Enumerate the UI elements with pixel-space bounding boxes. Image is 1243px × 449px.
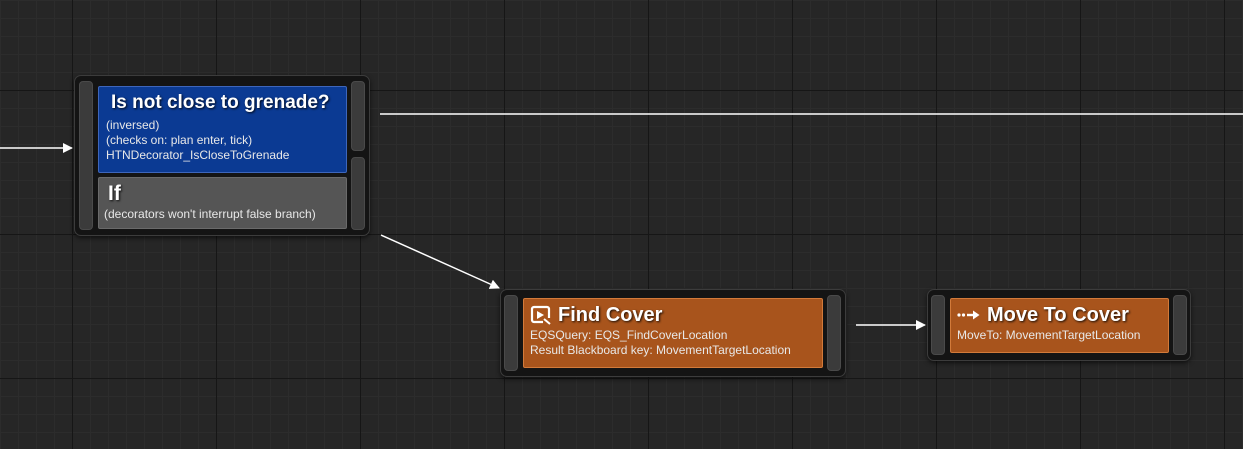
move-to-cover-card[interactable]: Move To Cover MoveTo: MovementTargetLoca… [950, 298, 1169, 353]
find-cover-query-line: EQSQuery: EQS_FindCoverLocation [530, 328, 728, 342]
move-to-cover-node[interactable]: Move To Cover MoveTo: MovementTargetLoca… [927, 289, 1191, 361]
find-cover-card[interactable]: Find Cover EQSQuery: EQS_FindCoverLocati… [523, 298, 823, 368]
input-pin[interactable] [931, 295, 945, 355]
wire-if-to-find-cover [380, 234, 500, 289]
eqs-task-icon [530, 305, 551, 325]
find-cover-result-line: Result Blackboard key: MovementTargetLoc… [530, 343, 791, 357]
move-to-cover-target-line: MoveTo: MovementTargetLocation [957, 328, 1141, 342]
find-cover-node[interactable]: Find Cover EQSQuery: EQS_FindCoverLocati… [500, 289, 846, 377]
input-pin[interactable] [79, 81, 93, 230]
output-pin-true[interactable] [351, 81, 365, 151]
move-to-arrow-icon [957, 310, 980, 320]
input-pin[interactable] [504, 295, 518, 371]
decorator-if-node[interactable]: Is not close to grenade? (inversed) (che… [74, 75, 370, 236]
output-pin-false[interactable] [351, 157, 365, 230]
decorator-detail-checks: (checks on: plan enter, tick) [106, 133, 253, 147]
decorator-detail-inversed: (inversed) [106, 118, 160, 132]
if-card[interactable]: If (decorators won't interrupt false bra… [98, 177, 347, 229]
if-title: If [108, 182, 121, 205]
output-pin[interactable] [1173, 295, 1187, 355]
decorator-card[interactable]: Is not close to grenade? (inversed) (che… [98, 86, 347, 173]
decorator-title: Is not close to grenade? [111, 92, 330, 113]
output-pin[interactable] [827, 295, 841, 371]
if-subtitle: (decorators won't interrupt false branch… [104, 207, 316, 221]
find-cover-title: Find Cover [558, 304, 663, 326]
decorator-detail-class: HTNDecorator_IsCloseToGrenade [106, 148, 290, 162]
move-to-cover-title: Move To Cover [987, 304, 1129, 326]
